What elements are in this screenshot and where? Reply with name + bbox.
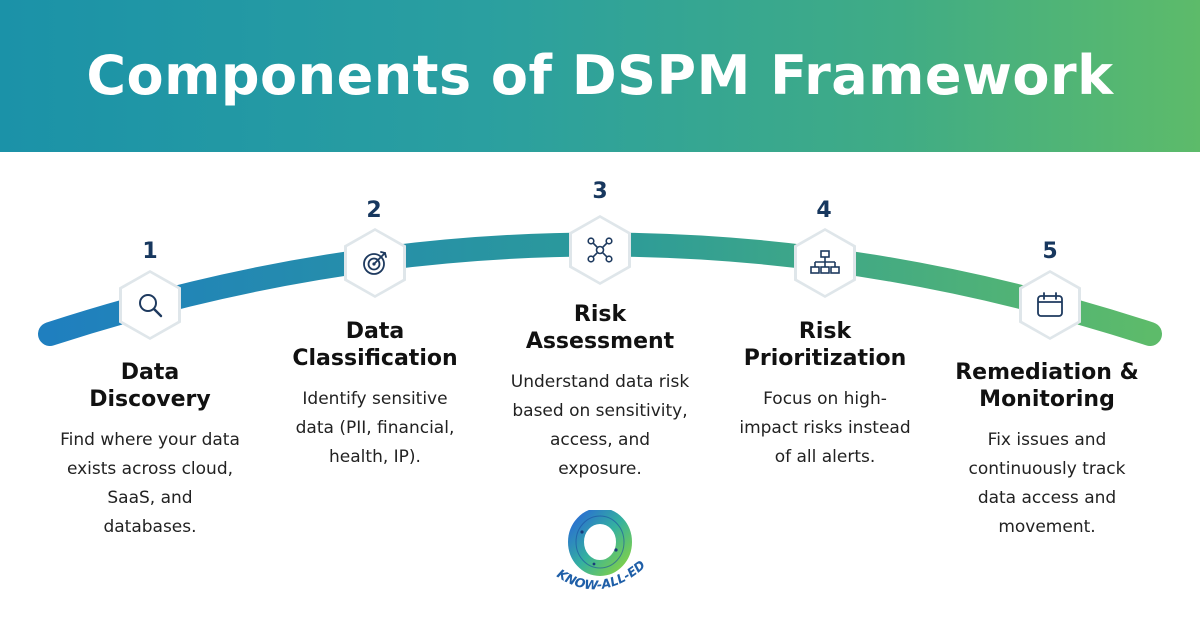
header-banner: Components of DSPM Framework [0, 0, 1200, 152]
calendar-icon [1037, 292, 1063, 317]
step-4-title-line1: Risk [798, 319, 852, 344]
step-2-title: Data Classification [255, 318, 495, 372]
step-2-description: Identify sensitive data (PII, financial,… [295, 389, 455, 467]
step-1-number: 1 [142, 239, 158, 264]
step-2-title-line1: Data [345, 319, 405, 344]
know-all-edge-logo: KNOW-ALL-EDGE [550, 510, 648, 593]
step-1-description: Find where your data exists across cloud… [60, 430, 240, 537]
step-1-title: Data Discovery [30, 359, 270, 413]
step-3-number: 3 [592, 179, 608, 204]
step-4-description: Focus on high-impact risks instead of al… [739, 389, 911, 467]
step-3-title-line1: Risk [573, 302, 627, 327]
step-5-title: Remediation & Monitoring [927, 359, 1167, 413]
step-4-number: 4 [816, 198, 832, 223]
target-icon [363, 251, 387, 275]
step-1-title-line1: Data [120, 360, 180, 385]
network-nodes-icon [587, 237, 613, 263]
hierarchy-icon [810, 250, 840, 274]
step-5-title-line1: Remediation & [955, 360, 1139, 385]
step-5-number: 5 [1042, 239, 1058, 264]
step-3-title: Risk Assessment [480, 301, 720, 355]
step-5-hex [1019, 270, 1081, 340]
step-2-number: 2 [366, 198, 382, 223]
step-3-description: Understand data risk based on sensitivit… [510, 372, 690, 479]
page-title: Components of DSPM Framework [86, 44, 1114, 107]
step-4-title: Risk Prioritization [705, 318, 945, 372]
step-1-title-line2: Discovery [89, 387, 211, 412]
step-5-title-line2: Monitoring [979, 387, 1115, 412]
magnifier-icon [139, 294, 163, 318]
step-4-title-line2: Prioritization [743, 346, 907, 371]
step-2-title-line2: Classification [292, 346, 458, 371]
step-3-title-line2: Assessment [525, 329, 675, 354]
step-5-description: Fix issues and continuously track data a… [968, 430, 1126, 537]
